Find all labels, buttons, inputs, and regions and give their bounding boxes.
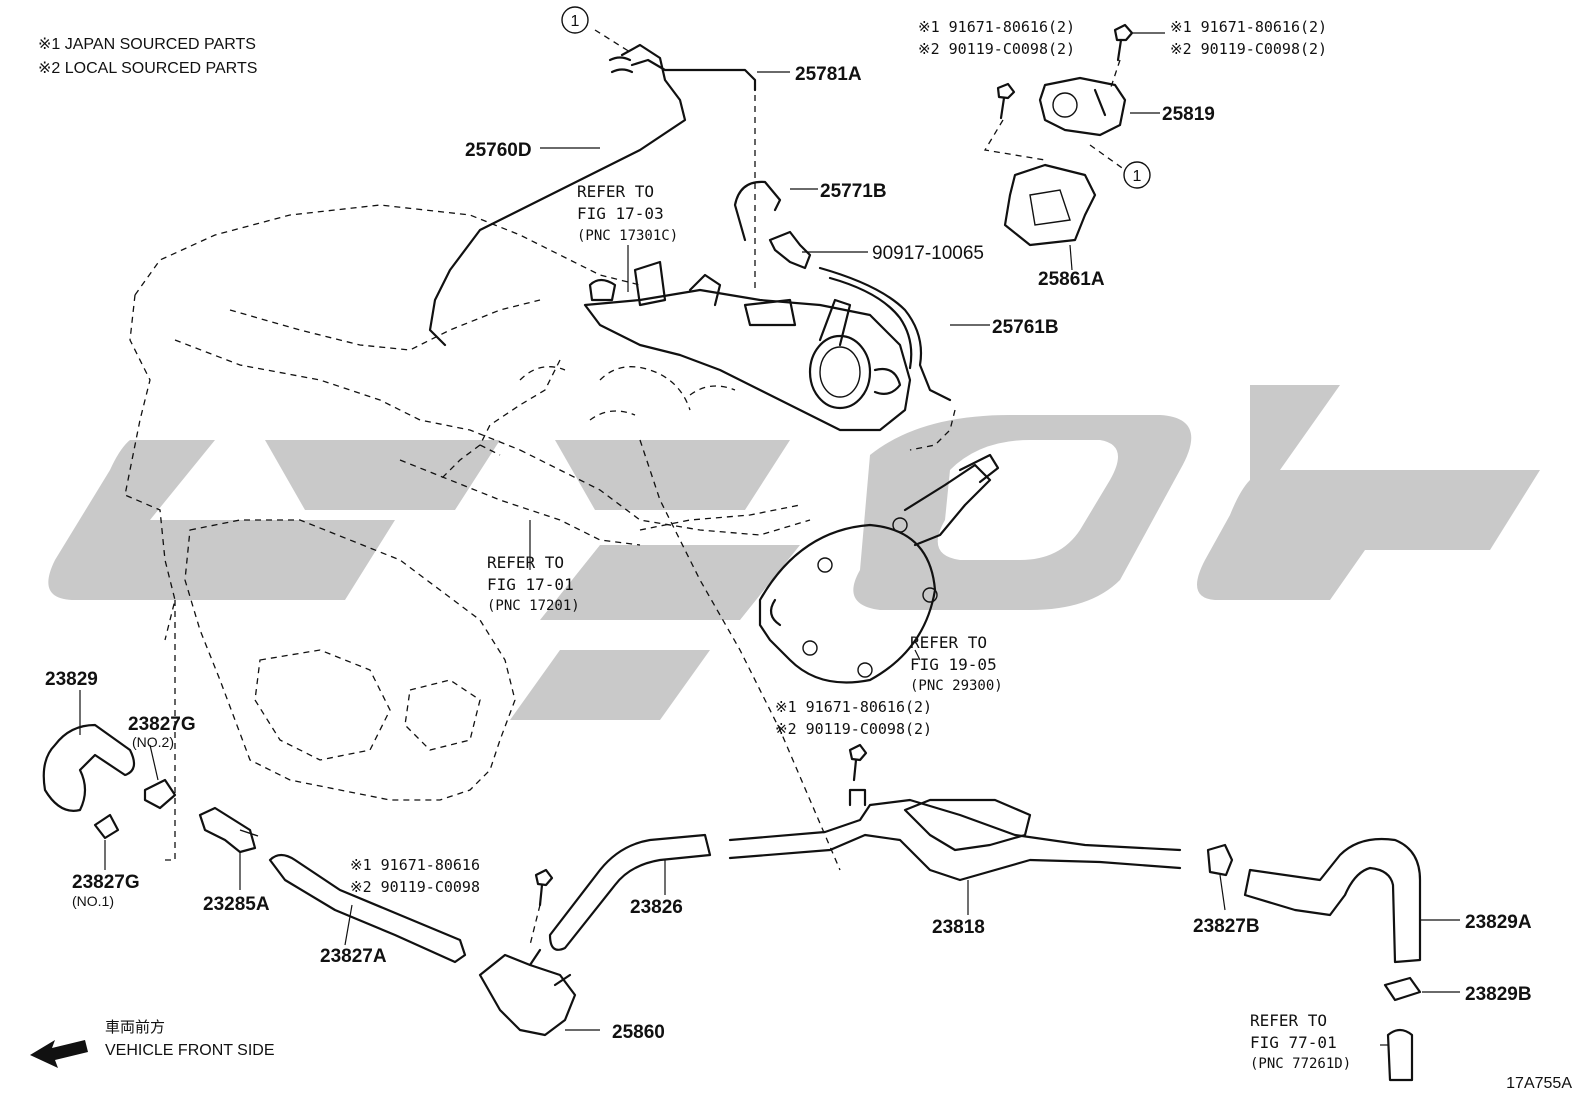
legend-japan-sourced: ※1 JAPAN SOURCED PARTS xyxy=(38,36,256,53)
svg-text:1: 1 xyxy=(1133,168,1142,185)
bolt-top-mid-guide xyxy=(983,119,1046,161)
intake-manifold xyxy=(583,260,912,432)
front-note-english: VEHICLE FRONT SIDE xyxy=(105,1042,275,1059)
svg-text:REFER TO: REFER TO xyxy=(577,182,654,201)
svg-text:FIG 19-05: FIG 19-05 xyxy=(910,655,997,674)
svg-text:FIG 77-01: FIG 77-01 xyxy=(1250,1033,1337,1052)
vsv-25819 xyxy=(1038,76,1127,137)
label-23829A[interactable]: 23829A xyxy=(1465,912,1532,933)
svg-text:FIG 17-03: FIG 17-03 xyxy=(577,204,664,223)
engine-outline xyxy=(124,204,956,871)
refer-fig-17-03[interactable]: REFER TO FIG 17-03 (PNC 17301C) xyxy=(577,182,678,244)
svg-text:(PNC 17301C): (PNC 17301C) xyxy=(577,228,678,244)
callout-center-1: ※1 91671-80616(2) xyxy=(775,698,932,716)
hose-23826 xyxy=(548,833,712,951)
svg-text:(PNC 77261D): (PNC 77261D) xyxy=(1250,1056,1351,1072)
clamp-23827G-no2 xyxy=(143,778,177,810)
callout-lower-1: ※1 91671-80616 xyxy=(350,856,480,874)
bolt-top-right xyxy=(1113,23,1134,62)
hose-25761B-edge xyxy=(828,276,913,370)
label-25781A[interactable]: 25781A xyxy=(795,64,862,85)
front-note-japanese: 車両前方 xyxy=(105,1019,165,1036)
svg-text:FIG 17-01: FIG 17-01 xyxy=(487,575,574,594)
hose-23829 xyxy=(42,723,136,812)
hose-25760D xyxy=(428,43,757,347)
svg-text:REFER TO: REFER TO xyxy=(1250,1011,1327,1030)
bolt-lower-guide xyxy=(529,904,541,946)
refer-fig-19-05[interactable]: REFER TO FIG 19-05 (PNC 29300) xyxy=(910,633,1003,694)
label-23827G-no1-sub: (NO.1) xyxy=(72,893,114,909)
pipe-23818 xyxy=(728,788,1182,882)
callout-top-right-2: ※2 90119-C0098(2) xyxy=(1170,40,1327,58)
label-25860[interactable]: 25860 xyxy=(612,1022,665,1043)
callout-lower-2: ※2 90119-C0098 xyxy=(350,878,480,896)
label-23827G-no2[interactable]: 23827G xyxy=(128,714,196,735)
circle-marker-top: 1 xyxy=(561,6,589,34)
bracket-25861A xyxy=(1003,163,1097,247)
label-23827G-no2-sub: (NO.2) xyxy=(132,734,174,750)
bolt-lower xyxy=(534,868,554,907)
hose-25771B xyxy=(733,180,782,242)
svg-text:REFER TO: REFER TO xyxy=(910,633,987,652)
label-23829B[interactable]: 23829B xyxy=(1465,984,1532,1005)
callout-top-mid-2: ※2 90119-C0098(2) xyxy=(918,40,1075,58)
bolt-top-mid xyxy=(996,82,1016,120)
callout-top-right-1: ※1 91671-80616(2) xyxy=(1170,18,1327,36)
vacuum-pump xyxy=(758,453,1000,684)
label-25819[interactable]: 25819 xyxy=(1162,104,1215,125)
watermark-cutout xyxy=(937,440,1118,560)
refer-fig-77-01[interactable]: REFER TO FIG 77-01 (PNC 77261D) xyxy=(1250,1011,1351,1072)
label-23829[interactable]: 23829 xyxy=(45,669,98,690)
bolt-top-right-guide xyxy=(1109,59,1121,91)
refer-fig-17-01[interactable]: REFER TO FIG 17-01 (PNC 17201) xyxy=(487,553,580,614)
svg-text:(PNC 17201): (PNC 17201) xyxy=(487,598,580,614)
label-23827B[interactable]: 23827B xyxy=(1193,916,1260,937)
sensor-23285A xyxy=(198,806,259,854)
svg-text:(PNC 29300): (PNC 29300) xyxy=(910,678,1003,694)
figure-id: 17A755A xyxy=(1506,1075,1572,1092)
label-23827A[interactable]: 23827A xyxy=(320,946,387,967)
label-25760D[interactable]: 25760D xyxy=(465,140,532,161)
svg-text:REFER TO: REFER TO xyxy=(487,553,564,572)
watermark-logo xyxy=(48,385,1540,720)
valve-90917-10065 xyxy=(768,230,812,270)
label-90917-10065[interactable]: 90917-10065 xyxy=(872,243,984,264)
hose-23827A xyxy=(268,853,467,964)
label-25771B[interactable]: 25771B xyxy=(820,181,887,202)
valve-25860 xyxy=(478,948,577,1037)
hose-refer-77-01 xyxy=(1386,1028,1414,1082)
circle-top-guide xyxy=(594,29,631,53)
label-25861A[interactable]: 25861A xyxy=(1038,269,1105,290)
front-arrow-icon xyxy=(30,1040,88,1068)
hose-23829A xyxy=(1243,837,1422,964)
vsv-circle-guide xyxy=(1089,144,1126,171)
leader-lines xyxy=(79,32,1460,1046)
label-23818[interactable]: 23818 xyxy=(932,917,985,938)
hose-25761B xyxy=(818,266,952,402)
clamp-23829B xyxy=(1383,976,1422,1002)
bolt-center xyxy=(848,743,868,782)
legend-local-sourced: ※2 LOCAL SOURCED PARTS xyxy=(38,60,257,77)
clamp-23827G-no1 xyxy=(93,813,120,840)
svg-text:1: 1 xyxy=(571,13,580,30)
label-23827G-no1[interactable]: 23827G xyxy=(72,872,140,893)
callout-center-2: ※2 90119-C0098(2) xyxy=(775,720,932,738)
callout-top-mid-1: ※1 91671-80616(2) xyxy=(918,18,1075,36)
label-23826[interactable]: 23826 xyxy=(630,897,683,918)
circle-marker-right: 1 xyxy=(1123,161,1151,189)
label-25761B[interactable]: 25761B xyxy=(992,317,1059,338)
clamp-23827B xyxy=(1206,843,1234,877)
label-23285A[interactable]: 23285A xyxy=(203,894,270,915)
